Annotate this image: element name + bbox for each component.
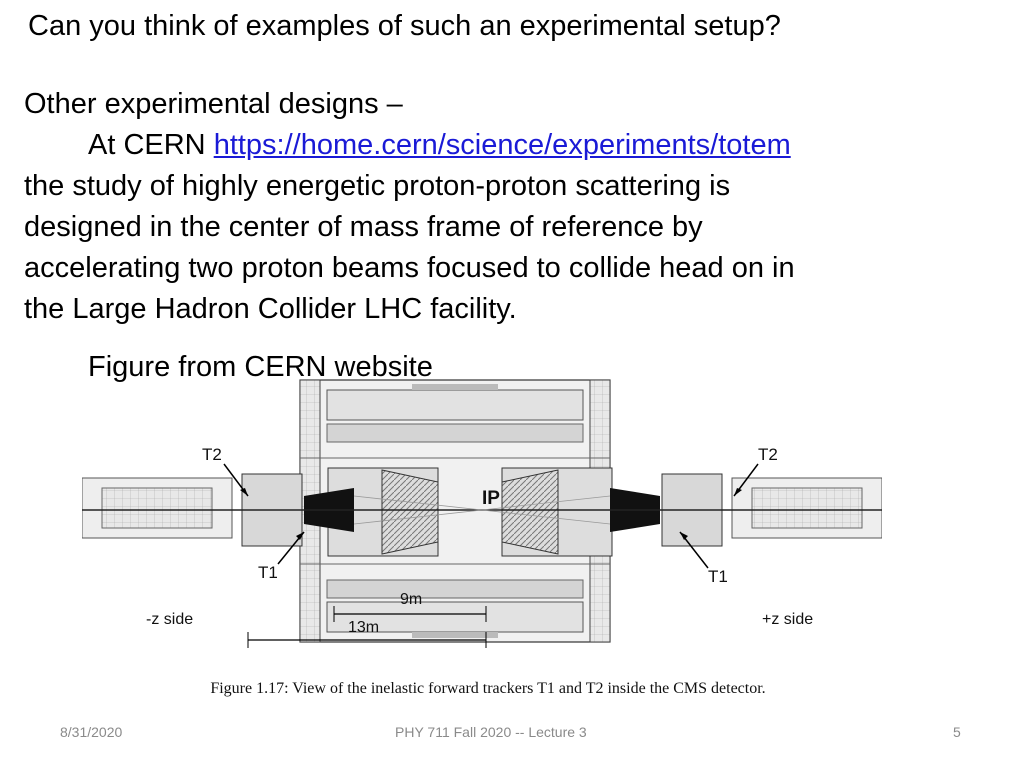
footer-course: PHY 711 Fall 2020 -- Lecture 3 <box>395 724 587 740</box>
body-line-6: the Large Hadron Collider LHC facility. <box>24 293 517 325</box>
totem-link[interactable]: https://home.cern/science/experiments/to… <box>213 129 791 161</box>
body-line-4: designed in the center of mass frame of … <box>24 211 703 243</box>
dimension-13m: 13m <box>247 619 487 648</box>
ip-label: IP <box>482 488 500 509</box>
plus-z-label: +z side <box>762 611 813 628</box>
forward-region-right <box>610 473 882 547</box>
dimension-9m: 9m <box>333 591 487 622</box>
body-line-2: At CERN https://home.cern/science/experi… <box>24 125 984 166</box>
minus-z-label: -z side <box>146 611 193 628</box>
t1-right-label: T1 <box>708 567 728 586</box>
footer-date: 8/31/2020 <box>60 724 123 740</box>
t2-left-label: T2 <box>202 445 222 464</box>
nine-m-label: 9m <box>400 591 422 608</box>
body-line-1: Other experimental designs – <box>24 88 403 120</box>
t1-left-label: T1 <box>258 563 278 582</box>
body-line-5: accelerating two proton beams focused to… <box>24 252 795 284</box>
thirteen-m-label: 13m <box>348 619 379 636</box>
forward-region-left <box>82 473 354 547</box>
endcap-right <box>501 467 613 557</box>
slide-body: Other experimental designs – At CERN htt… <box>24 84 984 330</box>
footer-page-number: 5 <box>953 724 961 740</box>
t2-right-label: T2 <box>758 445 778 464</box>
cms-detector-figure: T2 T2 T1 T1 IP 9m 13m -z side +z side <box>82 379 882 648</box>
figure-label: Figure from CERN website <box>88 351 433 383</box>
cern-prefix: At CERN <box>88 129 214 161</box>
body-line-3: the study of highly energetic proton-pro… <box>24 170 731 202</box>
figure-caption: Figure 1.17: View of the inelastic forwa… <box>210 680 766 697</box>
slide-title: Can you think of examples of such an exp… <box>28 10 781 42</box>
